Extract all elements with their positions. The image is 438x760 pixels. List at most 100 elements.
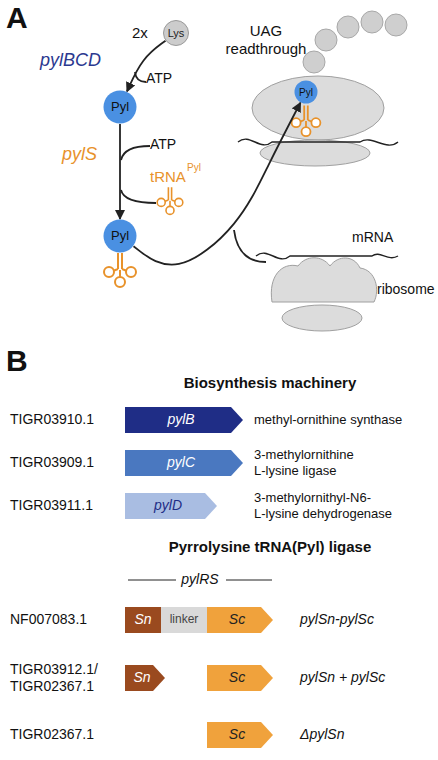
- text-run: TIGR03911.1: [10, 497, 93, 513]
- node-text: Pyl: [294, 80, 318, 104]
- text-run: TIGR03912.1/: [10, 661, 98, 677]
- ribosome-small-subunit: [260, 140, 370, 166]
- accession-id: NF007083.1: [10, 611, 120, 628]
- text-run: pylD: [154, 498, 182, 513]
- node-text: Sn: [125, 607, 161, 633]
- text-run: synthase: [350, 412, 402, 427]
- text-run: Sn: [133, 670, 150, 685]
- domain-arrow: Sn: [125, 665, 165, 691]
- section-heading: Biosynthesis machinery: [120, 374, 420, 392]
- arrow-shape: [125, 665, 165, 691]
- peptide-residue: [385, 14, 407, 36]
- incorporated-residue-circle: Pyl: [294, 80, 318, 104]
- text-run: TIGR03910.1: [10, 411, 94, 427]
- text-run: machinery: [281, 374, 356, 391]
- domain-arrow: Sc: [207, 665, 273, 691]
- text-run: Biosynthesis: [184, 374, 277, 391]
- circle-shape: [104, 91, 137, 124]
- text-run: ATP: [150, 136, 176, 152]
- text-run: ATP: [146, 70, 172, 86]
- linker-box: linker: [161, 607, 207, 633]
- accession-id: TIGR03911.1: [10, 497, 120, 514]
- text-run: mRNA: [352, 229, 393, 245]
- charged-trna-circle: Pyl: [103, 219, 137, 253]
- section-heading: Pyrrolysine tRNA(Pyl) ligase: [120, 538, 420, 556]
- panel-letter: A: [6, 0, 28, 36]
- product-circle: Pyl: [103, 90, 137, 124]
- text-run: tRNA(Pyl): [255, 538, 325, 555]
- text-run: Sc: [229, 670, 245, 685]
- accession-id: TIGR03910.1: [10, 411, 120, 428]
- text-run: [277, 374, 281, 391]
- ribosome-large-subunit: [252, 76, 384, 140]
- text-run: dehydrogenase: [302, 506, 392, 521]
- text-run: Pyl: [187, 162, 201, 173]
- text-run: ΔpylSn: [300, 726, 344, 742]
- domain-arrow: Sc: [207, 607, 273, 633]
- text-run: Pyl: [111, 229, 129, 243]
- bracket-line: [226, 580, 272, 581]
- text-run: [325, 538, 329, 555]
- trna-symbol: [104, 253, 136, 287]
- text-run: B: [6, 344, 28, 377]
- gene-arrow: pylC: [125, 450, 243, 476]
- node-text: pylB: [125, 407, 243, 433]
- text-run: TIGR02367.1: [10, 726, 94, 742]
- gene-function: 3-methylornithine L-lysine ligase: [254, 447, 384, 478]
- arrow-shape: [207, 665, 273, 691]
- text-run: [347, 669, 351, 685]
- text-run: pylS: [62, 144, 97, 164]
- gene-arrow: pylB: [125, 407, 243, 433]
- ribosome-large-subunit: [271, 258, 376, 302]
- molecule-label: ribosome: [377, 281, 435, 298]
- trna-symbol: [157, 187, 183, 214]
- trna-label: tRNA: [150, 168, 186, 186]
- substrate-circle: Lys: [163, 20, 189, 46]
- accession-id: TIGR02367.1: [10, 726, 120, 743]
- text-run: Sc: [229, 612, 245, 627]
- gene-function: 3-methylornithyl-N6- L-lysine dehydrogen…: [254, 490, 404, 521]
- accession-id: TIGR03912.1/ TIGR02367.1: [10, 661, 110, 695]
- circle-shape: [295, 81, 318, 104]
- text-run: readthrough: [226, 40, 307, 57]
- circle-shape: [164, 21, 189, 46]
- node-text: Lys: [163, 20, 189, 46]
- text-run: ribosome: [377, 281, 435, 297]
- bracket-label: pylRS: [175, 571, 225, 588]
- text-run: linker: [170, 613, 199, 626]
- panel-letter: B: [6, 343, 28, 379]
- stoichiometry-note: 2x: [132, 24, 148, 42]
- text-run: Pyrrolysine: [169, 538, 251, 555]
- trna-symbol: [292, 106, 321, 137]
- text-run: Sn: [134, 612, 151, 627]
- text-run: Lys: [168, 27, 185, 39]
- text-run: pylBCD: [40, 50, 101, 70]
- node-text: Pyl: [103, 90, 137, 124]
- ribosome-small-subunit: [282, 305, 362, 331]
- text-run: pylC: [167, 455, 195, 470]
- node-text: pylC: [125, 450, 243, 476]
- node-text: Sn: [125, 665, 165, 691]
- accession-id: TIGR03909.1: [10, 454, 120, 471]
- text-run: A: [6, 1, 28, 34]
- reaction-arrow: [134, 103, 301, 265]
- mrna-merge-line: [234, 230, 266, 262]
- variant-label: pylSn-pylSc: [300, 611, 374, 628]
- text-run: pylRS: [181, 571, 218, 587]
- text-run: [250, 538, 254, 555]
- node-text: pylD: [125, 493, 217, 519]
- circle-shape: [104, 220, 137, 253]
- text-run: Pyl: [299, 87, 313, 98]
- text-run: methyl-ornithine: [254, 412, 347, 427]
- text-run: TIGR02367.1: [10, 678, 94, 694]
- substrate-merge-line: [135, 72, 146, 82]
- text-run: tRNA: [150, 168, 186, 185]
- text-run: pylB: [167, 412, 194, 427]
- text-run: L-lysine: [254, 463, 299, 478]
- node-text: linker: [161, 607, 207, 633]
- text-run: 3-methylornithine: [254, 447, 354, 462]
- arrow-shape: [207, 607, 273, 633]
- text-run: ligase: [302, 463, 336, 478]
- text-run: pylSn: [300, 669, 335, 685]
- domain-arrow: Sc: [207, 722, 273, 748]
